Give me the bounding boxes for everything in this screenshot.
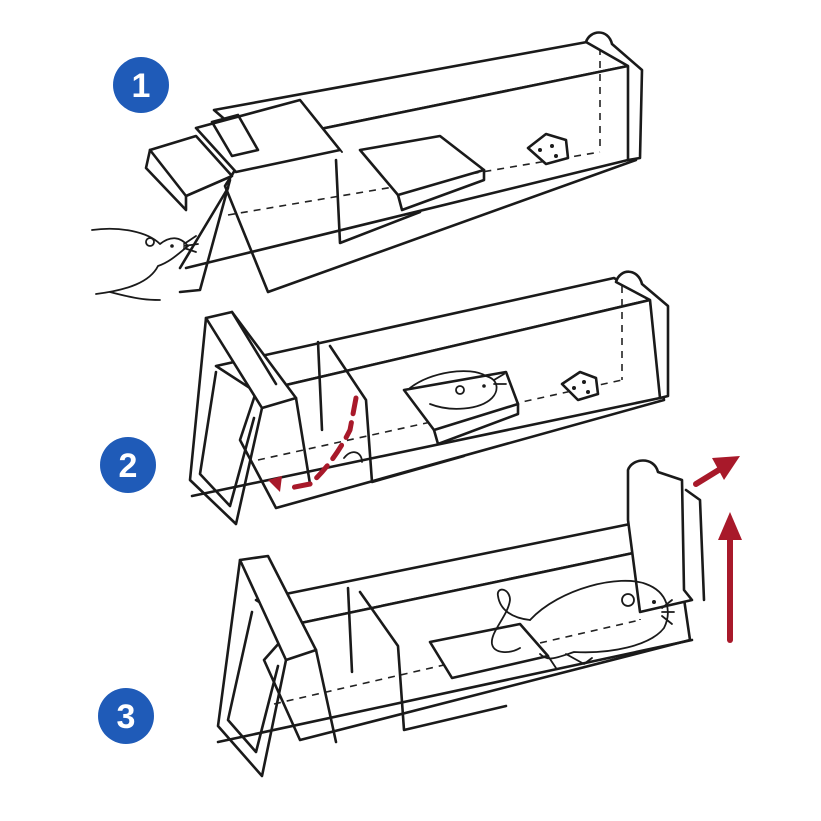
mouse-icon (409, 370, 507, 410)
cheese-bait-icon (560, 370, 600, 402)
step-badge-3: 3 (98, 688, 154, 744)
step-badge-2: 2 (100, 437, 156, 493)
trap-box-1 (91, 31, 644, 301)
step-1: 1 (91, 31, 644, 301)
badge-number: 1 (132, 67, 151, 105)
badge-number: 2 (119, 447, 138, 485)
step-3: 3 (98, 456, 742, 778)
step-badge-1: 1 (113, 57, 169, 113)
badge-circle (98, 688, 154, 744)
trap-box-3 (216, 456, 742, 778)
arrow-up-icon (718, 512, 742, 643)
cheese-bait-icon (526, 132, 570, 166)
mouse-icon (91, 227, 199, 301)
badge-circle (113, 57, 169, 113)
badge-number: 3 (117, 698, 136, 736)
badge-circle (100, 437, 156, 493)
arrow-diagonal-icon (693, 456, 740, 487)
trigger-path-icon (268, 395, 359, 492)
trap-box-2 (188, 270, 670, 526)
mouse-icon (491, 580, 675, 669)
step-2: 2 (100, 270, 670, 526)
